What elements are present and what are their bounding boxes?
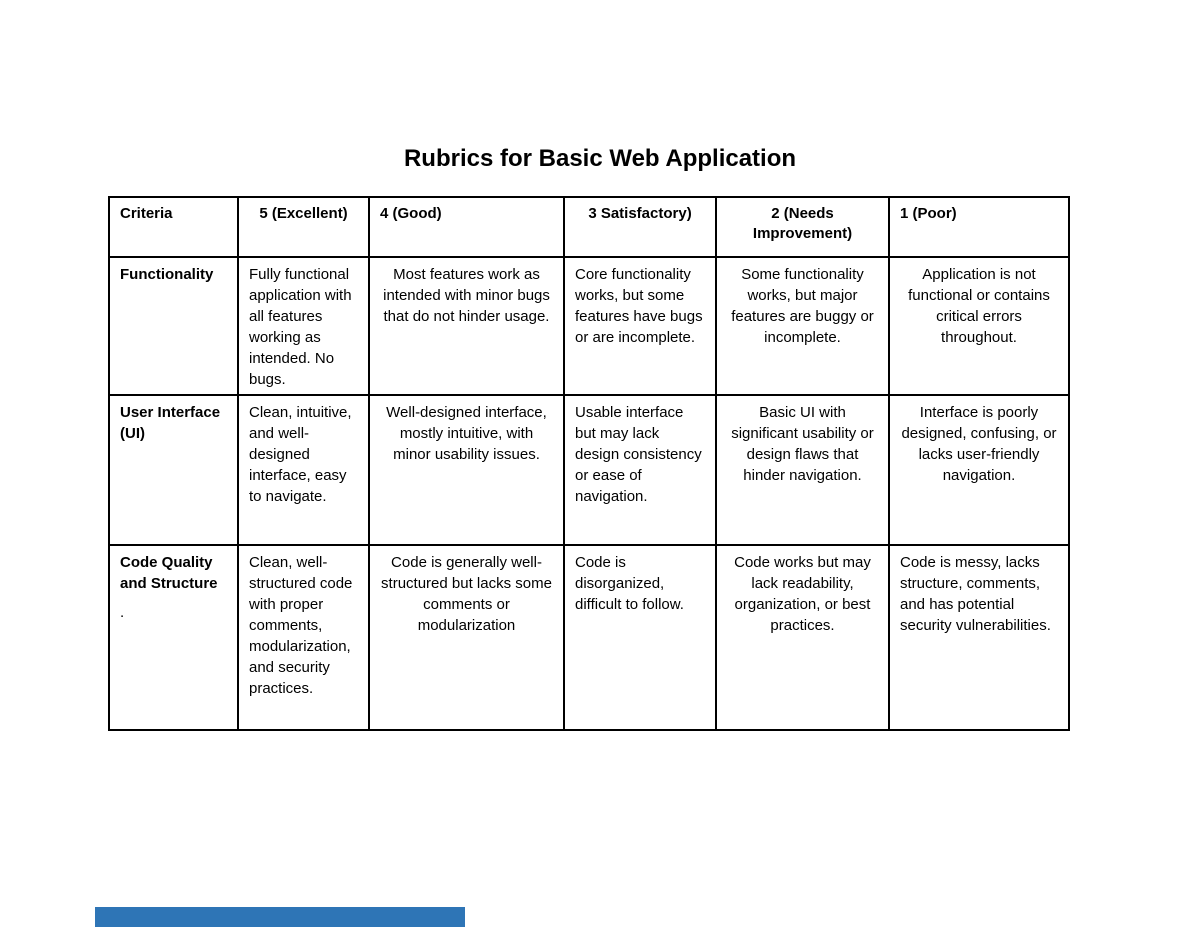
bottom-blue-bar [95,907,465,927]
cell-code-excellent: Clean, well-structured code with proper … [237,544,370,731]
cell-ui-excellent: Clean, intuitive, and well-designed inte… [237,394,370,546]
document-title: Rubrics for Basic Web Application [403,145,797,172]
column-header-satisfactory: 3 Satisfactory) [563,196,717,258]
cell-ui-poor: Interface is poorly designed, confusing,… [888,394,1070,546]
column-header-needs-improvement: 2 (Needs Improvement) [715,196,890,258]
criterion-label-user-interface: User Interface (UI) [108,394,239,546]
column-header-poor: 1 (Poor) [888,196,1070,258]
cell-functionality-poor: Application is not functional or contain… [888,256,1070,396]
cell-functionality-excellent: Fully functional application with all fe… [237,256,370,396]
table-row-code-quality: Code Quality and Structure . Clean, well… [108,544,1070,731]
cell-functionality-good: Most features work as intended with mino… [368,256,565,396]
criterion-label-text: Code Quality and Structure [120,554,218,592]
criterion-label-functionality: Functionality [108,256,239,396]
column-header-good: 4 (Good) [368,196,565,258]
cell-functionality-satisfactory: Core functionality works, but some featu… [563,256,717,396]
table-row-functionality: Functionality Fully functional applicati… [108,256,1070,396]
cell-functionality-needs-improvement: Some functionality works, but major feat… [715,256,890,396]
cell-code-satisfactory: Code is disorganized, difficult to follo… [563,544,717,731]
cell-code-needs-improvement: Code works but may lack readability, org… [715,544,890,731]
cell-ui-good: Well-designed interface, mostly intuitiv… [368,394,565,546]
rubric-table: Criteria 5 (Excellent) 4 (Good) 3 Satisf… [108,196,1070,731]
criterion-label-suffix: . [120,604,125,621]
criterion-label-code-quality: Code Quality and Structure . [108,544,239,731]
cell-code-poor: Code is messy, lacks structure, comments… [888,544,1070,731]
column-header-excellent: 5 (Excellent) [237,196,370,258]
cell-code-good: Code is generally well-structured but la… [368,544,565,731]
cell-ui-needs-improvement: Basic UI with significant usability or d… [715,394,890,546]
column-header-criteria: Criteria [108,196,239,258]
table-row-user-interface: User Interface (UI) Clean, intuitive, an… [108,394,1070,546]
table-header-row: Criteria 5 (Excellent) 4 (Good) 3 Satisf… [108,196,1070,258]
cell-ui-satisfactory: Usable interface but may lack design con… [563,394,717,546]
